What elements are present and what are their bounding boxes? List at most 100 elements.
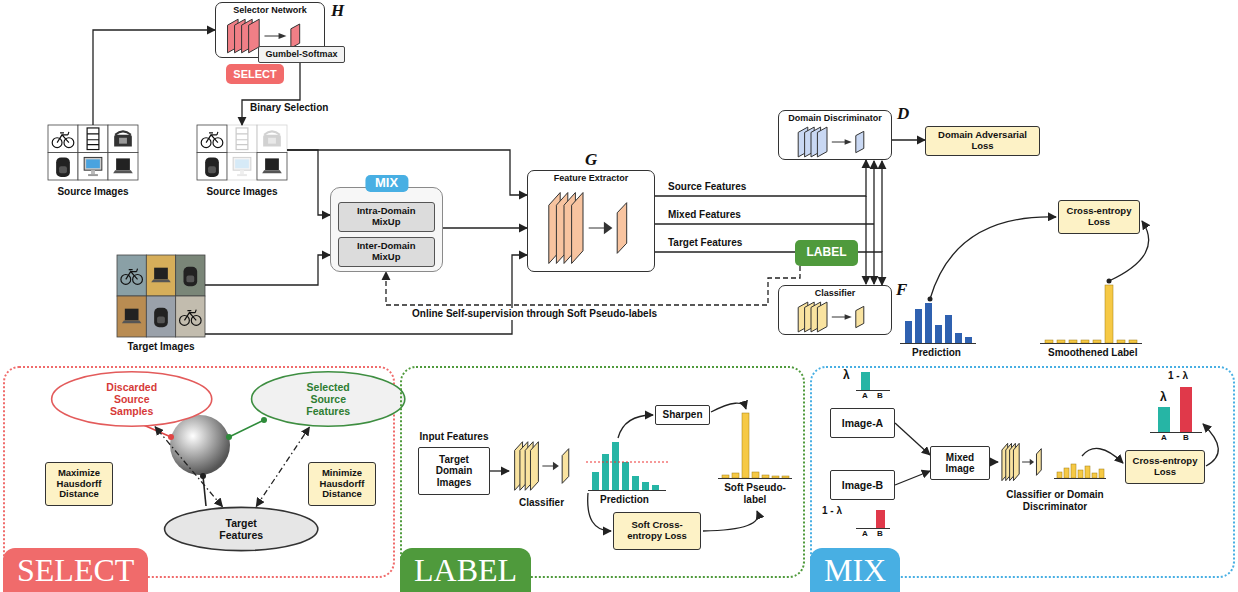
art-circle [200,473,206,479]
art-rect [1105,285,1113,343]
node-text: Source Images [206,186,277,198]
symbol-label: G [585,150,597,170]
art-g [1057,464,1104,478]
art-use [798,302,864,332]
art-path [930,217,1056,299]
art-use [233,157,251,176]
art-path [618,415,653,438]
art-use [121,269,143,285]
axis-label: A [1161,433,1167,442]
art-line [203,476,206,506]
art-path [881,161,882,252]
art-rect [782,476,789,478]
art-use [151,268,171,283]
art-rect [905,321,912,343]
selected-features-ellipse: Selected Source Features [250,370,406,428]
node-text: Sharpen [662,409,702,421]
mixup-box: Intra-Domain MixUp [338,202,435,232]
art-path [655,223,874,224]
node-text: Target Features [217,517,265,541]
art-use [262,158,282,173]
art-rect [772,476,779,478]
art-use [798,127,864,157]
art-rect [1092,473,1097,478]
axis-label: A [862,529,868,538]
feature-label: Target Features [668,237,742,249]
node-text: Image-B [842,479,883,491]
art-rect [78,125,108,153]
edge-note: Binary Selection [250,102,328,114]
art-path [490,470,509,471]
art-rect [1180,387,1192,432]
art-rect [197,125,227,153]
chart-label: Smoothened Label [1048,347,1137,359]
discriminator-box: Domain Discriminator [778,110,892,160]
node-text: Inter-Domain MixUp [342,241,431,263]
art-use [263,131,281,146]
art-rect [1085,466,1090,478]
art-rect [602,454,609,490]
part-label: Classifier [519,497,564,509]
selected-image-grid [197,125,287,180]
image-box: Image-B [830,470,895,500]
art-path [711,403,746,412]
art-line [588,490,666,491]
image-box: Image-A [830,408,895,438]
mix-panel: MIXImage-AImage-BMixed ImageCross-entrop… [810,366,1235,578]
symbol-label: F [896,280,907,300]
art-rect [752,472,759,478]
art-rect [622,462,629,490]
art-line [229,420,264,437]
target-image-grid: Target Images [117,255,205,352]
art-rect [117,255,146,296]
art-rect [108,125,138,153]
art-rect [227,153,257,181]
art-rect [955,333,962,343]
weight-label: λ [1160,391,1167,405]
node-text: Target Images [127,341,194,353]
art-rect [965,337,972,343]
art-line [856,528,890,529]
art-rect [1129,340,1137,343]
art-circle [168,434,174,440]
axis-label: B [877,529,883,538]
weight-label: 1 - λ [1168,370,1188,382]
art-rect [652,485,659,490]
connector [287,150,527,195]
node-text: SELECT [233,68,276,81]
art-g [592,442,659,490]
panel-badge: LABEL [400,548,531,592]
art-rect [732,473,739,478]
art-rect [1117,340,1125,343]
symbol-label: H [331,1,344,21]
sharpen-box: Sharpen [655,405,710,425]
objective-box: Maximize Hausdorff Distance [45,462,113,506]
feature-extractor-box: Feature Extractor [527,170,655,272]
module-badge: MIX [365,175,408,192]
art-use [205,157,219,177]
node-text: Image-A [842,417,883,429]
classifier-box: Classifier [778,285,892,335]
art-circle [261,417,267,423]
prediction-bars [905,303,972,343]
connector [655,160,866,196]
hausdorff-sketch [129,415,267,506]
source-image-grid: Source Images [48,125,138,197]
target-features-ellipse: Target Features [163,506,319,552]
node-text: Feature Extractor [554,173,629,183]
chart-axis [1040,343,1142,344]
connector [895,471,930,485]
selected-image-grid: Source Images [197,125,287,197]
art-g [227,153,257,181]
heading-text: Input Features [399,431,509,443]
art-use [122,309,142,324]
smoothened-label-bars [1045,285,1137,343]
art-rect [915,309,922,343]
art-use [236,128,248,150]
panel-badge: MIX [810,548,900,592]
mixed-image-box: Mixed Image [930,446,990,480]
art-use [201,132,223,148]
weight-label: λ [843,369,850,383]
label-badge: LABEL [795,240,858,266]
